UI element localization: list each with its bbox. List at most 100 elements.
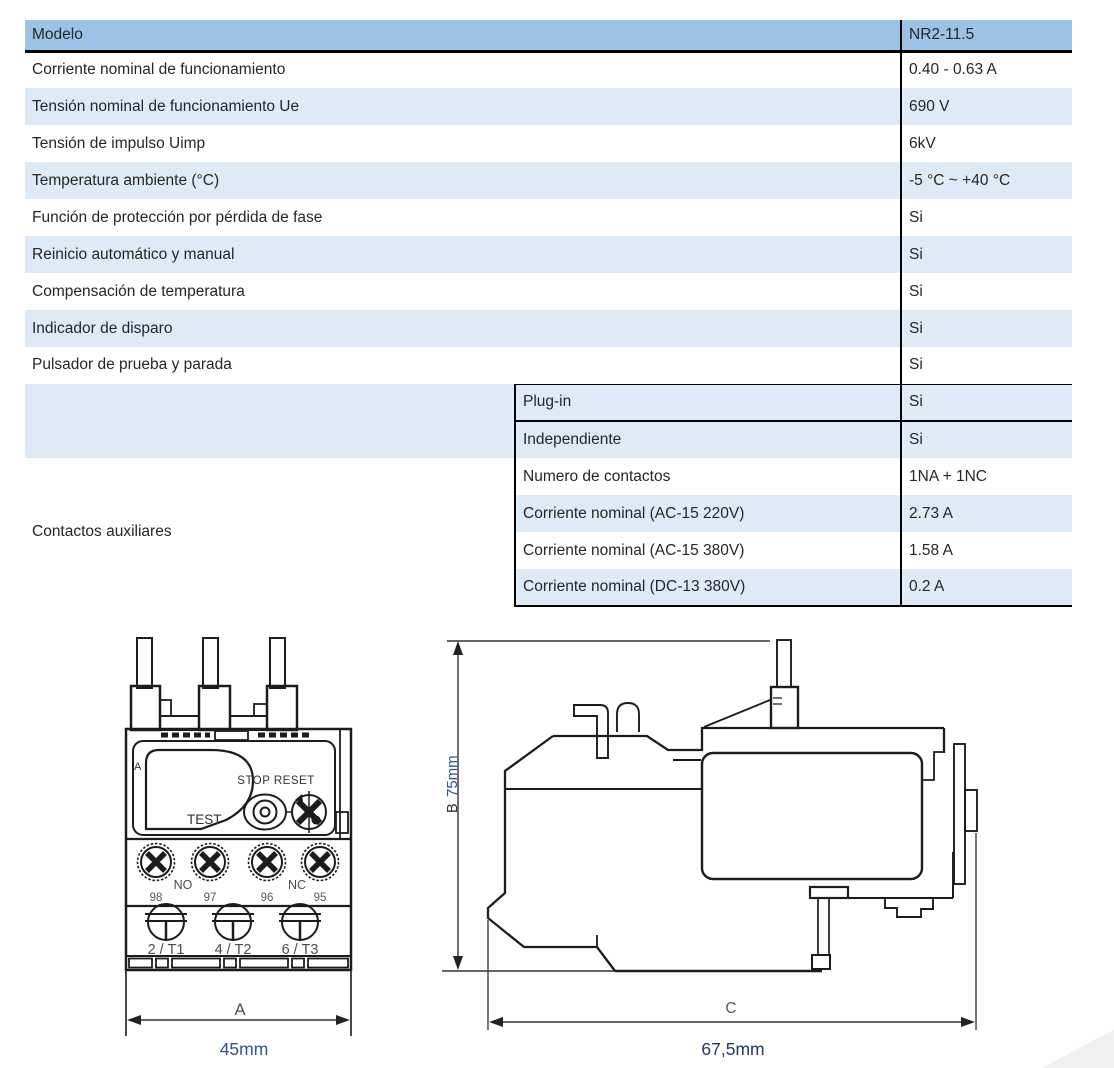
relay-body-outline xyxy=(124,727,353,972)
faceplate xyxy=(132,740,336,836)
bottom-slot-strip xyxy=(128,957,349,969)
arrow-up-icon xyxy=(453,641,463,655)
row-label: Compensación de temperatura xyxy=(25,273,901,310)
terminal-number: 96 xyxy=(261,892,274,904)
pin-step xyxy=(159,699,172,717)
subrow-value: Si xyxy=(900,421,1072,458)
dimension-b: B 75mm xyxy=(442,640,770,972)
spec-row: Compensación de temperatura Si xyxy=(25,273,1072,310)
row-value: Si xyxy=(900,310,1072,347)
arrow-right-icon xyxy=(336,1015,350,1025)
terminal-label: 2 / T1 xyxy=(148,942,185,958)
body-notch xyxy=(335,811,349,834)
pin-step xyxy=(253,703,268,717)
pin-icon xyxy=(136,637,153,689)
front-view-drawing: A TEST STOP RESET xyxy=(124,637,353,1059)
mounting-loop xyxy=(616,702,640,732)
row-label: Temperatura ambiente (°C) xyxy=(25,162,901,199)
subrow-label: Numero de contactos xyxy=(514,458,901,495)
terminal-number: 98 xyxy=(150,892,163,904)
spec-row: Reinicio automático y manual Si xyxy=(25,236,1072,273)
subrow-label: Corriente nominal (DC-13 380V) xyxy=(514,569,901,607)
subrow-value: 2.73 A xyxy=(900,495,1072,532)
row-value: Si xyxy=(900,347,1072,384)
stop-reset-label: STOP RESET xyxy=(237,775,314,787)
subrow-label: Corriente nominal (AC-15 220V) xyxy=(514,495,901,532)
dim-a-value: 45mm xyxy=(220,1039,269,1059)
row-label: Función de protección por pérdida de fas… xyxy=(25,199,901,236)
dimension-a: A 45mm xyxy=(125,970,352,1059)
stop-knob-icon xyxy=(243,793,287,831)
terminal-label: 6 / T3 xyxy=(282,942,319,958)
row-label: Reinicio automático y manual xyxy=(25,236,901,273)
row-value: 690 V xyxy=(900,88,1072,125)
spec-subrow: Corriente nominal (AC-15 220V) 2.73 A xyxy=(25,495,1072,532)
watermark xyxy=(1035,1019,1114,1068)
din-rail-clip xyxy=(808,852,954,970)
subrow-value: 1NA + 1NC xyxy=(900,458,1072,495)
main-screw-icon xyxy=(212,903,254,941)
row-label: Tensión nominal de funcionamiento Ue xyxy=(25,88,901,125)
dimension-c: C 67,5mm xyxy=(487,833,977,1059)
dim-a-letter: A xyxy=(234,1001,245,1019)
subrow-label: Plug-in xyxy=(514,383,901,422)
dim-c-value: 67,5mm xyxy=(701,1039,764,1059)
side-profile xyxy=(486,639,978,973)
spec-table: Modelo NR2-11.5 Corriente nominal de fun… xyxy=(25,20,1072,607)
spec-row: Indicador de disparo Si xyxy=(25,310,1072,347)
aux-screw-icon xyxy=(300,842,340,882)
subrow-label: Corriente nominal (AC-15 380V) xyxy=(514,532,901,569)
arrow-left-icon xyxy=(489,1017,503,1027)
arrow-left-icon xyxy=(127,1015,141,1025)
row-value: Si xyxy=(900,199,1072,236)
row-value: 6kV xyxy=(900,125,1072,162)
spec-row: Temperatura ambiente (°C) -5 °C ~ +40 °C xyxy=(25,162,1072,199)
row-value: -5 °C ~ +40 °C xyxy=(900,162,1072,199)
spec-row: Corriente nominal de funcionamiento 0.40… xyxy=(25,51,1072,88)
arrow-right-icon xyxy=(961,1017,975,1027)
spec-row: Tensión nominal de funcionamiento Ue 690… xyxy=(25,88,1072,125)
row-label: Corriente nominal de funcionamiento xyxy=(25,51,901,88)
aux-group-label: Contactos auxiliares xyxy=(25,458,515,606)
pin-icon xyxy=(202,637,219,689)
spec-subrow: Corriente nominal (DC-13 380V) 0.2 A xyxy=(25,569,1072,607)
row-value: 0.40 - 0.63 A xyxy=(900,51,1072,88)
pin-base xyxy=(197,684,232,732)
pin-base xyxy=(129,684,162,732)
main-screw-icon xyxy=(145,903,187,941)
dim-b-letter: B xyxy=(445,803,461,813)
mounting-hook xyxy=(573,704,609,759)
pin-base xyxy=(769,685,800,730)
model-header-label: Modelo xyxy=(25,20,901,53)
aux-screw-icon xyxy=(247,842,287,882)
terminal-number: 95 xyxy=(314,892,327,904)
row-value: Si xyxy=(900,236,1072,273)
dim-c-letter: C xyxy=(725,1000,736,1017)
spec-subrow: Independiente Si xyxy=(25,421,1072,458)
terminal-label: 4 / T2 xyxy=(215,942,252,958)
main-screw-icon xyxy=(279,903,321,941)
pin-base xyxy=(265,684,299,732)
nc-contact-label: NC xyxy=(288,878,306,892)
test-label: TEST xyxy=(187,812,222,827)
dial-setting-label: A xyxy=(134,761,142,773)
aux-screw-icon xyxy=(136,842,176,882)
aux-empty-cell xyxy=(25,384,515,458)
subrow-value: Si xyxy=(900,383,1072,422)
row-label: Indicador de disparo xyxy=(25,310,901,347)
spec-row: Pulsador de prueba y parada Si xyxy=(25,347,1072,384)
dimension-drawings: A TEST STOP RESET xyxy=(124,637,1114,1068)
row-value: Si xyxy=(900,273,1072,310)
row-label: Pulsador de prueba y parada xyxy=(25,347,901,384)
arrow-down-icon xyxy=(453,956,463,970)
no-contact-label: NO xyxy=(174,878,193,892)
model-header-value: NR2-11.5 xyxy=(900,20,1072,53)
spec-subrow: Corriente nominal (AC-15 380V) 1.58 A xyxy=(25,532,1072,569)
pin-icon xyxy=(269,637,286,689)
current-dial xyxy=(144,748,255,831)
label-panel xyxy=(700,751,924,881)
row-label: Tensión de impulso Uimp xyxy=(25,125,901,162)
side-view-drawing: B 75mm xyxy=(442,639,978,1059)
terminal-number: 97 xyxy=(204,892,217,904)
